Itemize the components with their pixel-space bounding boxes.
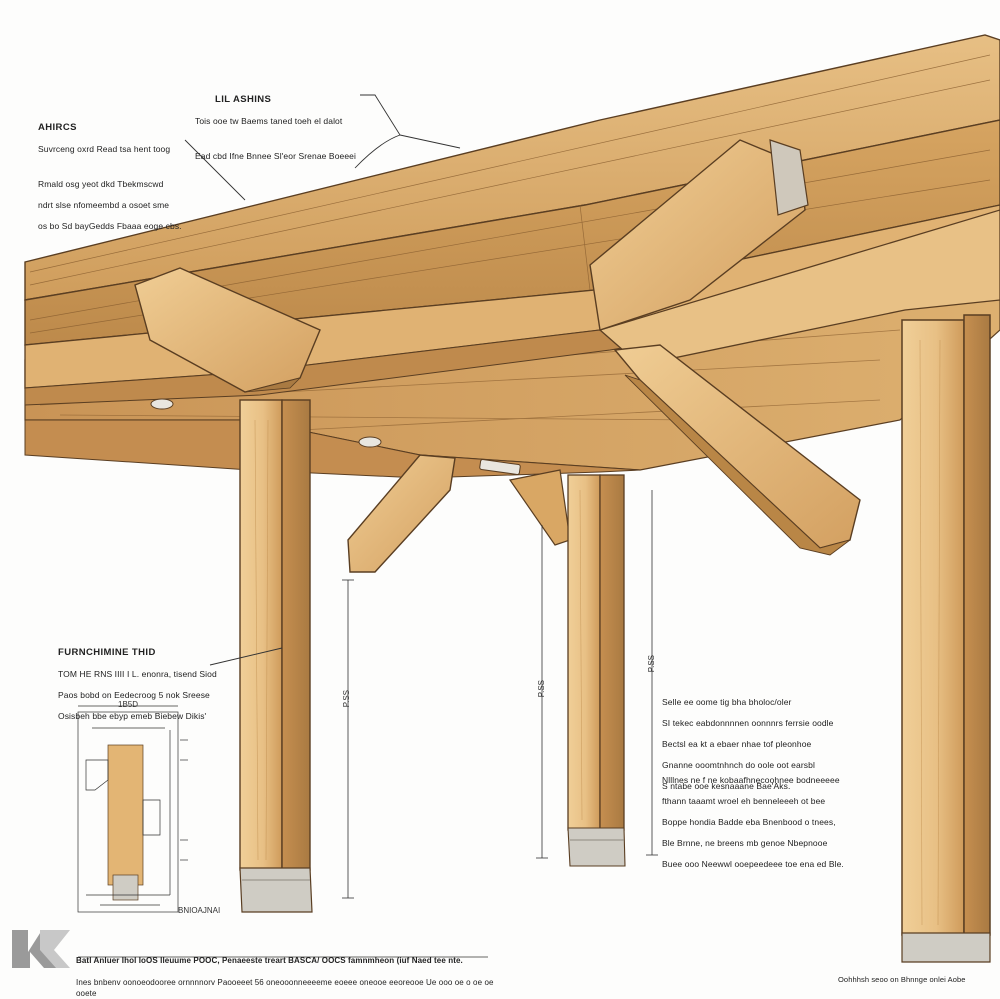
annotation-top-left-line: Rmald osg yeot dkd Tbekmscwd — [38, 179, 164, 189]
annotation-right-2-line: fthann taaamt wroel eh benneleeeh ot bee — [662, 795, 826, 806]
annotation-bottom: Batl Anluer Ihol IoOS Ileuume POOC, Pena… — [76, 944, 496, 999]
annotation-mid-left-line: Paos bobd on Eedecroog 5 nok Sreese — [58, 689, 210, 700]
annotation-mid-left-heading: FURNCHIMINE THID — [58, 646, 156, 658]
annotation-right-2-line: Boppe hondia Badde eba Bnenbood o tnees, — [662, 816, 836, 827]
left-post-side — [281, 399, 311, 871]
annotation-right-2-line: Ble Brnne, ne breens mb genoe Nbepnooe — [662, 837, 828, 848]
annotation-top-left-heading: AHIRCS — [38, 121, 77, 133]
upper-right-brace-end — [769, 139, 809, 216]
bottom-caption-line: Batl Anluer Ihol IoOS Ileuume POOC, Pena… — [76, 956, 463, 965]
left-bracket-shadow — [149, 339, 302, 393]
annotation-top-center: LIL ASHINS Tois ooe tw Baems taned toeh … — [195, 84, 370, 162]
logo-mark — [12, 930, 70, 968]
annotation-right-2-line: Buee ooo Neewwl ooepeedeee toe ena ed Bl… — [662, 858, 844, 869]
lower-right-brace-side — [624, 374, 851, 556]
annotation-right-1-line: S ntabe ooe kesnaaane Bae'Aks. — [662, 780, 791, 791]
annotation-top-center-line: Ead cbd Ifne Bnnee Sl'eor Srenae Boeeei — [195, 151, 356, 161]
annotation-mid-left-line: TOM HE RNS IIII I L. enonra, tisend Siod — [58, 668, 217, 679]
annotation-right-1: Selle ee oome tig bha bholoc/oler SI tek… — [662, 686, 852, 791]
light-fixtures — [150, 398, 521, 475]
annotation-top-left-line: os bo Sd bayGedds Fbaaa eoge cbs. — [38, 221, 182, 231]
annotation-right-1-line: Gnanne ooomtnhnch do oole oot earsbl — [662, 759, 815, 770]
lower-middle-brace — [347, 454, 456, 573]
post-dimension-label: P.SS — [342, 690, 351, 708]
annotation-mid-left: FURNCHIMINE THID TOM HE RNS IIII I L. en… — [58, 637, 223, 721]
bottom-caption-line: Ines bnbenv oonoeodooree ornnnnorv Paooe… — [76, 978, 494, 998]
annotation-right-1-line: Selle ee oome tig bha bholoc/oler — [662, 696, 792, 707]
annotation-top-center-line: Tois ooe tw Baems taned toeh el dalot — [195, 115, 343, 126]
detail-label: BNIOAJNAI — [178, 906, 221, 915]
leader-lines — [184, 94, 461, 666]
left-post-base — [239, 867, 313, 913]
annotation-top-left: AHIRCS Suvrceng oxrd Read tsa hent toog … — [38, 112, 198, 232]
post-grain — [254, 339, 941, 926]
annotation-top-left-line: ndrt slse nfomeembd a osoet sme — [38, 200, 170, 210]
credit-line: Oohhhsh seoo on Bhnnge onlei Aobe — [838, 975, 966, 984]
section-detail-drawing — [77, 705, 188, 913]
right-post-base — [901, 932, 991, 963]
post-dimension-label: P.SS — [537, 680, 546, 698]
post-dimension-label: P.SS — [647, 655, 656, 673]
annotation-right-1-line: SI tekec eabdonnnnen oonnnrs ferrsie ood… — [662, 717, 834, 728]
right-post-side — [963, 314, 991, 936]
annotation-right-2-line: Nlllnes ne f ne kobaafhnecoohnee bodneee… — [662, 774, 840, 785]
annotation-mid-left-line: Osisbeh bbe ebyp emeb Biebew Dikis' — [58, 710, 207, 721]
annotation-top-left-line: Suvrceng oxrd Read tsa hent toog — [38, 143, 171, 154]
left-post-front — [239, 399, 283, 871]
dimension-lines — [342, 490, 658, 899]
annotation-right-1-line: Bectsl ea kt a ebaer nhae tof pleonhoe — [662, 738, 812, 749]
annotation-top-center-heading: LIL ASHINS — [215, 93, 272, 105]
middle-post-side — [599, 474, 625, 831]
middle-post-base — [567, 827, 626, 867]
upper-right-brace — [589, 139, 806, 331]
lower-middle-brace-right — [508, 469, 571, 546]
detail-dimension: 1B5D — [118, 700, 139, 709]
annotation-right-2: Nlllnes ne f ne kobaafhnecoohnee bodneee… — [662, 764, 862, 869]
middle-post-front — [567, 474, 601, 831]
right-post-front — [901, 319, 965, 936]
